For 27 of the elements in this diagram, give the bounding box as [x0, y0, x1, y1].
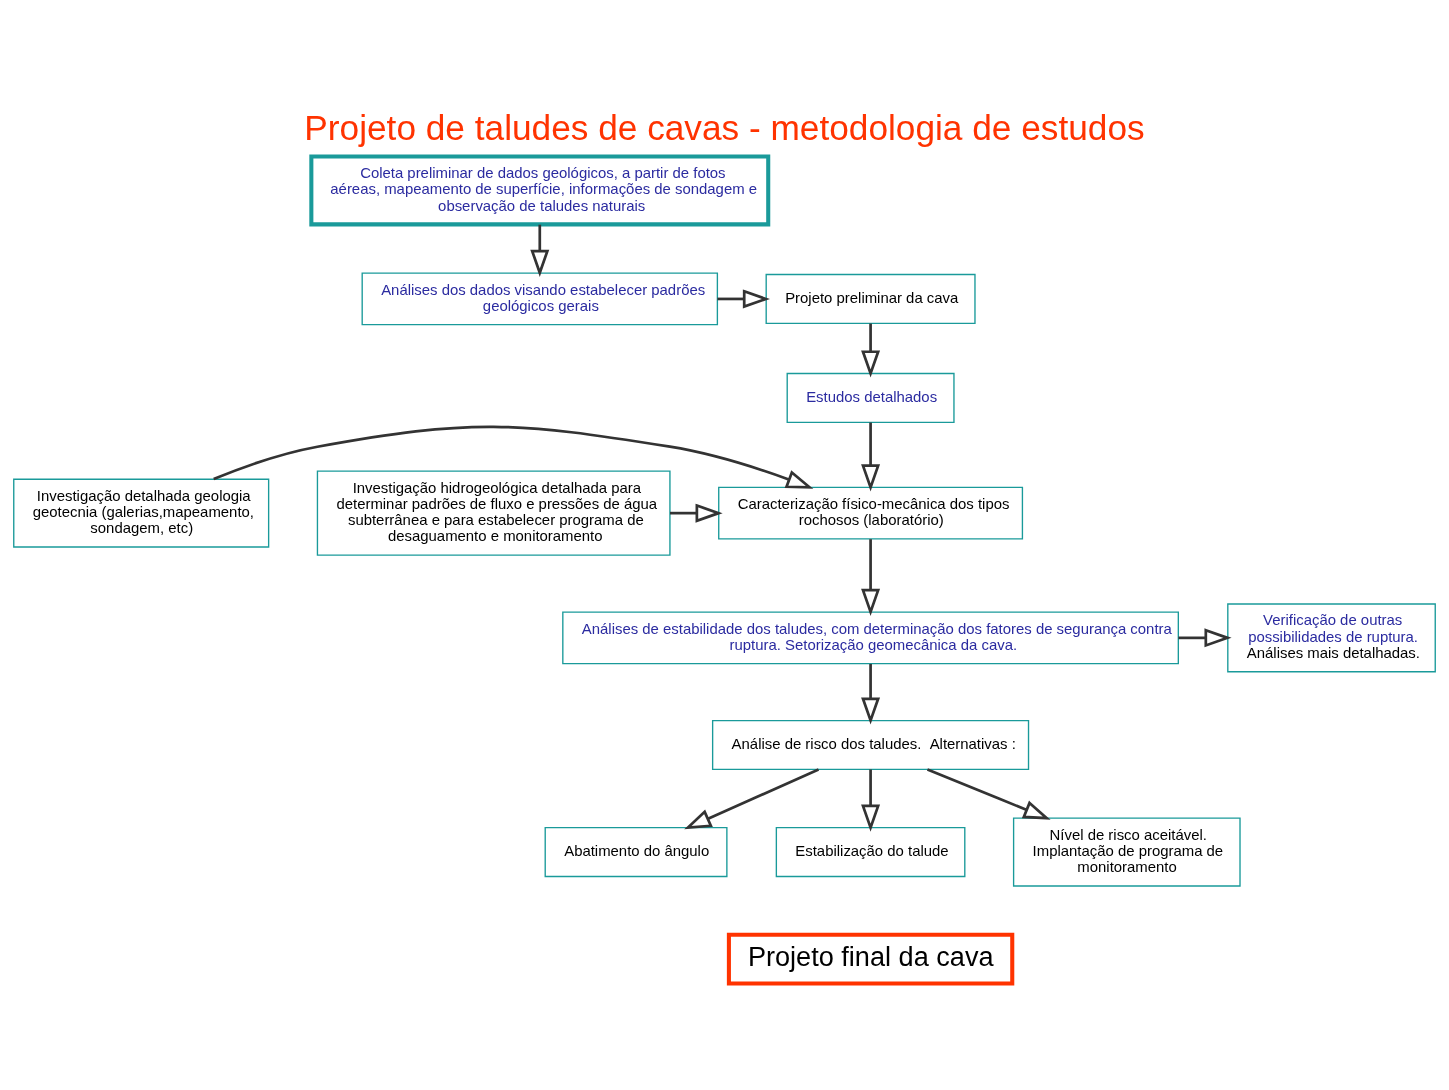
node-box: Estabilização do talude [775, 827, 966, 878]
diagram-title: Projeto de taludes de cavas - metodologia de estudos [304, 108, 1145, 148]
node-box: Análise de risco dos taludes. Alternativas : [711, 719, 1030, 771]
node-box: Investigação hidrogeológica detalhada para determinar padrões de fluxo e pressões de água subterrânea e para estabelecer programa de desaguamento e monitoramento [316, 470, 671, 556]
node-box: Coleta preliminar de dados geológicos, a partir de fotos aéreas, mapeamento de superfície, informações de sondagem e observação de taludes naturais [309, 154, 771, 227]
node-box: Estudos detalhados [786, 372, 955, 423]
arrow [926, 768, 1051, 820]
arrow [717, 289, 770, 309]
arrow [861, 663, 881, 725]
node-box: Investigação detalhada geologia geotecnia (galerias,mapeamento, sondagem, etc) [13, 478, 270, 548]
arrow [670, 503, 723, 523]
node-box: Verificação de outras possibilidades de ruptura. Análises mais detalhadas. [1227, 603, 1436, 673]
node-box: Análises de estabilidade dos taludes, com determinação dos fatores de segurança contra ruptura. Setorização geomecânica da cava. [562, 611, 1179, 665]
node-box: Nível de risco aceitável. Implantação de programa de monitoramento [1012, 817, 1241, 887]
arrow [861, 769, 881, 832]
node-box: Projeto preliminar da cava [765, 273, 976, 324]
node-box: Caracterização físico-mecânica dos tipos rochosos (laboratório) [718, 486, 1024, 540]
node-box: Análises dos dados visando estabelecer padrões geológicos gerais [361, 272, 719, 326]
node-box: Projeto final da cava [726, 932, 1015, 986]
node-box: Abatimento do ângulo [544, 827, 728, 878]
arrow [530, 224, 550, 277]
arrow [1178, 628, 1232, 648]
arrow [861, 422, 881, 492]
arrow [861, 539, 881, 616]
arrow [861, 323, 881, 378]
arrow [213, 425, 814, 489]
arrow [684, 768, 820, 830]
